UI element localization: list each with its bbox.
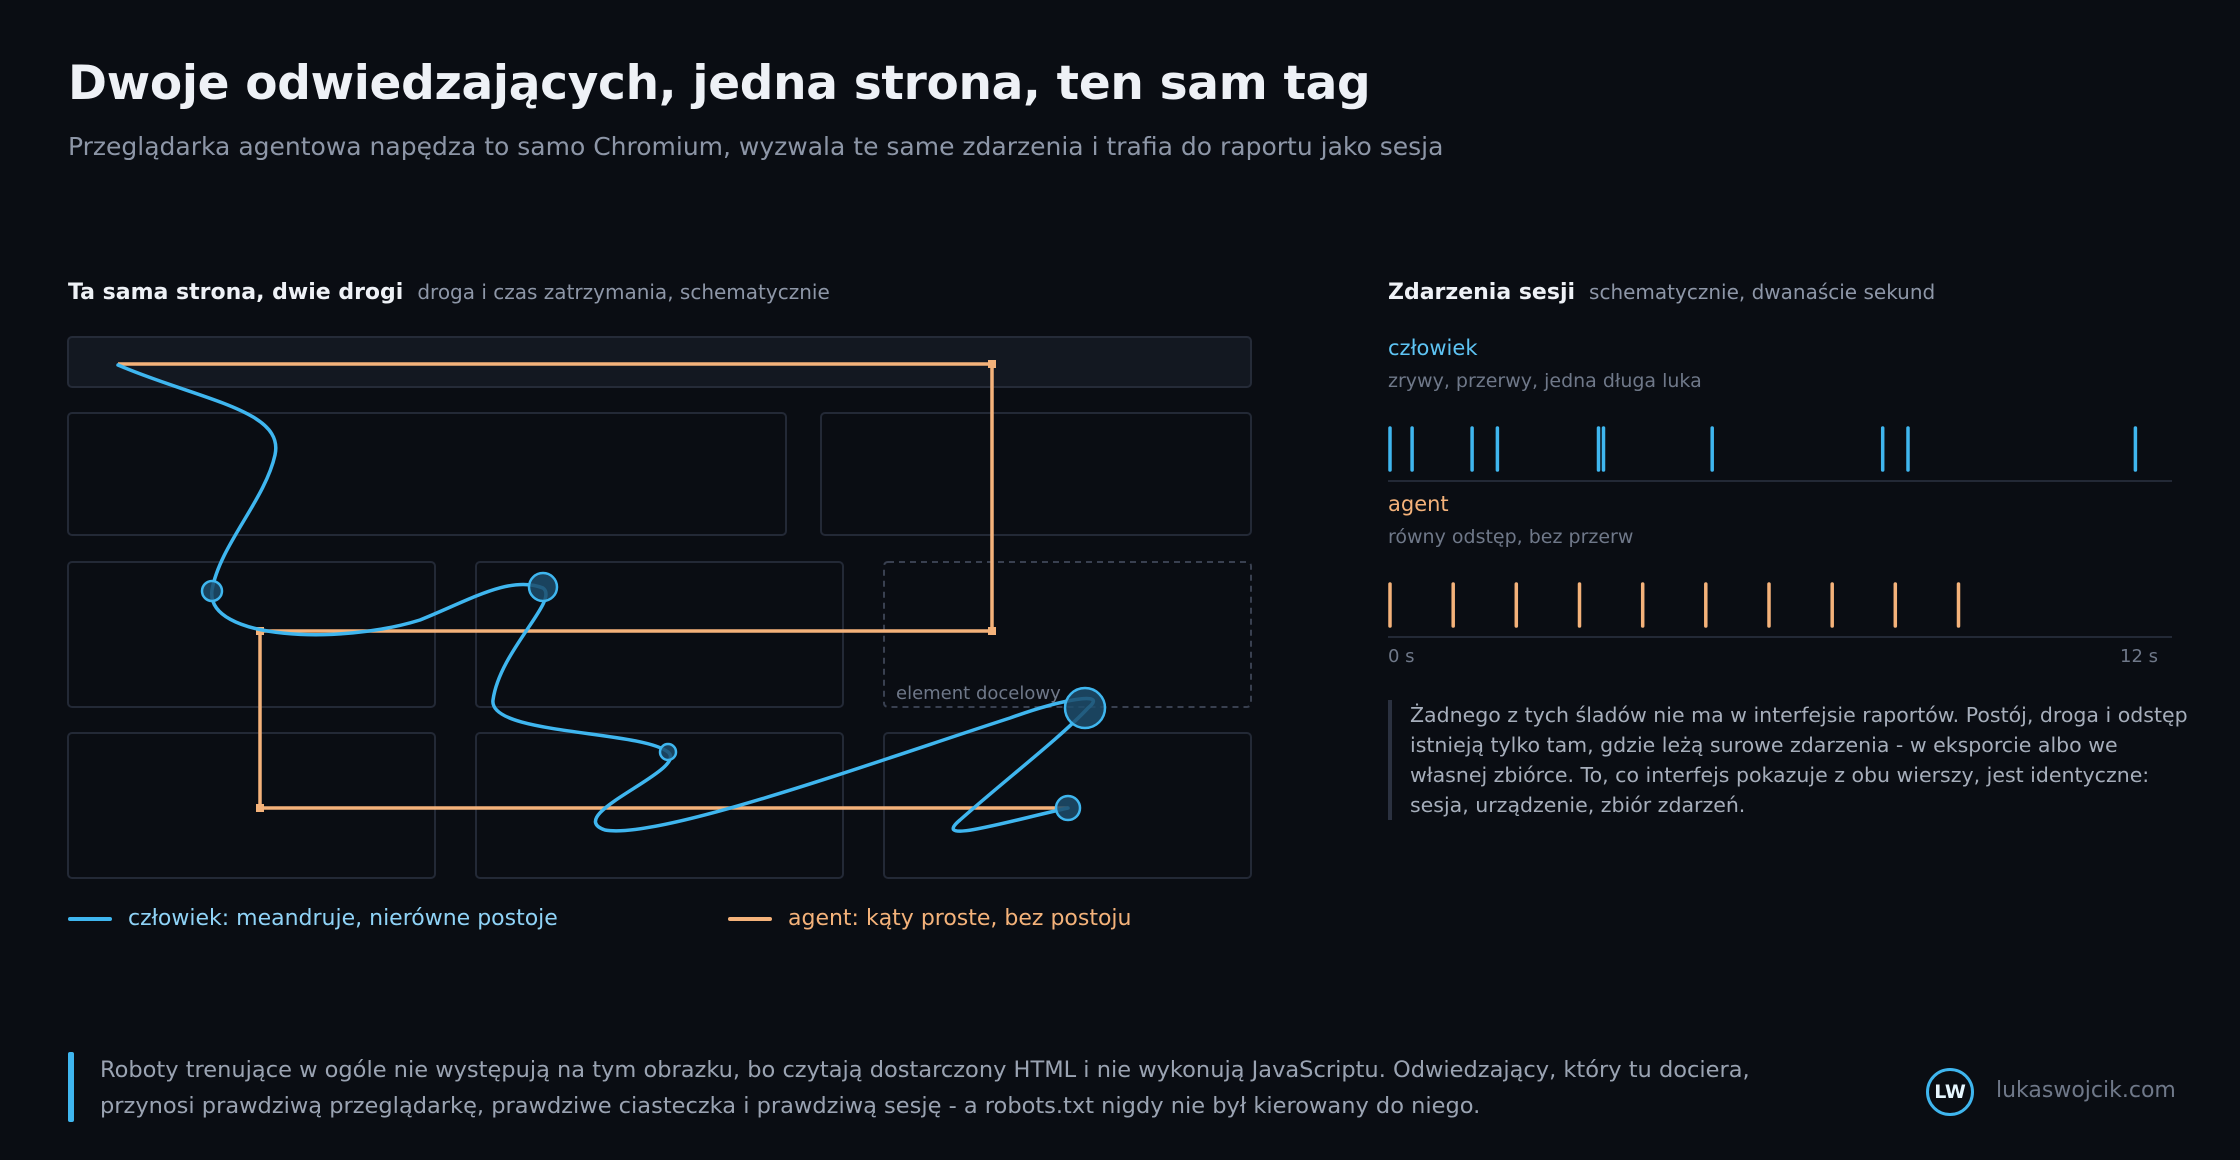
dwell-point [200, 579, 224, 603]
brand-logo[interactable]: LW [1926, 1068, 1974, 1116]
page-title: Dwoje odwiedzających, jedna strona, ten … [68, 56, 1371, 111]
events-panel-header: Zdarzenia sesji schematycznie, dwanaście … [1388, 280, 1935, 305]
dwell-point [658, 742, 678, 762]
events-quote: Żadnego z tych śladów nie ma w interfejs… [1388, 700, 2190, 820]
wire-card-1 [67, 561, 436, 708]
path-panel-note: droga i czas zatrzymania, schematycznie [417, 280, 830, 304]
legend-human: człowiek: meandruje, nierówne postoje [68, 906, 558, 931]
legend-agent-label: agent: kąty proste, bez postoju [788, 906, 1132, 931]
agent-row-sub: równy odstęp, bez przerw [1388, 526, 1634, 548]
agent-corner [988, 360, 996, 368]
path-panel-header: Ta sama strona, dwie drogi droga i czas z… [68, 280, 830, 305]
wire-card-5 [475, 732, 844, 879]
legend-human-swatch [68, 916, 112, 921]
target-element-label: element docelowy [896, 683, 1061, 704]
dwell-point [1063, 686, 1107, 730]
footer-text: Roboty trenujące w ogóle nie występują n… [100, 1057, 1750, 1119]
path-panel-title: Ta sama strona, dwie drogi [68, 280, 404, 305]
events-panel-title: Zdarzenia sesji [1388, 280, 1576, 305]
wire-navbar [67, 336, 1252, 388]
agent-row-label: agent [1388, 492, 1449, 516]
agent-path [118, 362, 1068, 810]
legend-human-label: człowiek: meandruje, nierówne postoje [128, 906, 558, 931]
event-tracks [1388, 426, 2138, 628]
wire-card-4 [67, 732, 436, 879]
site-link[interactable]: lukaswojcik.com [1996, 1078, 2176, 1103]
human-row-sub: zrywy, przerwy, jedna długa luka [1388, 370, 1702, 392]
wire-card-2 [475, 561, 844, 708]
footer-accent-bar [68, 1052, 74, 1122]
wire-side-block [820, 412, 1252, 536]
human-dwell-points [200, 571, 1107, 822]
dwell-point [527, 571, 559, 603]
page-subtitle: Przeglądarka agentowa napędza to samo Ch… [68, 132, 1444, 161]
human-row-label: człowiek [1388, 336, 1478, 360]
wire-card-6 [883, 732, 1252, 879]
legend-agent: agent: kąty proste, bez postoju [728, 906, 1131, 931]
wire-hero-block [67, 412, 787, 536]
page-wireframe [67, 336, 1252, 879]
dwell-point [1054, 794, 1082, 822]
events-panel-note: schematycznie, dwanaście sekund [1589, 280, 1936, 304]
human-path [116, 363, 1096, 833]
axis-start-label: 0 s [1388, 646, 1415, 667]
agent-corner [988, 627, 996, 635]
agent-corner [256, 804, 264, 812]
legend-agent-swatch [728, 916, 772, 921]
axis-end-label: 12 s [2120, 646, 2159, 667]
